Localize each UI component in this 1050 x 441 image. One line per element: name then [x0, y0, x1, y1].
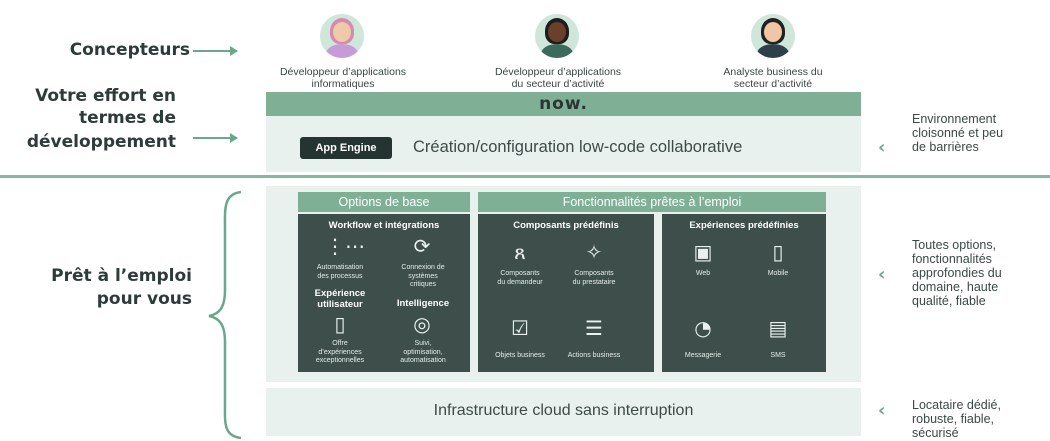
- opt-line3: approfondies du: [912, 266, 1002, 280]
- persona-label-it: Développeur d’applications informatiques: [243, 66, 443, 90]
- loc-line2: robuste, fiable,: [912, 412, 994, 426]
- comp-pre-line2: du prestataire: [572, 278, 616, 286]
- persona-an-line1: Analyste business du: [723, 66, 823, 78]
- components-title: Composants prédéfinis: [513, 220, 619, 231]
- effort-line3: développement: [26, 132, 176, 152]
- brace-icon: [208, 190, 242, 440]
- options-panel: [298, 214, 470, 372]
- connection-icon: ⟳: [413, 234, 431, 258]
- provider-icon: ✧: [585, 240, 603, 264]
- auto-label: Automatisation des processus: [300, 264, 380, 281]
- opt-line5: qualité, fiable: [912, 294, 986, 308]
- suivi-line3: automatisation: [400, 357, 446, 364]
- suivi-line2: optimisation,: [403, 348, 443, 356]
- mobile-icon: ▯: [772, 240, 784, 264]
- infra-panel: [266, 388, 861, 436]
- comp-dem-label: Composants du demandeur: [485, 270, 555, 287]
- auto-line2: des processus: [317, 272, 363, 280]
- experiences-panel: [662, 214, 826, 372]
- opt-line2: fonctionnalités: [912, 252, 992, 266]
- requester-icon: ጸ: [514, 240, 526, 264]
- lowcode-title: Création/configuration low-code collabor…: [413, 138, 743, 156]
- persona-bd-line1: Développeur d’applications: [494, 66, 622, 78]
- options-header: Options de base: [298, 192, 470, 212]
- conn-line1: Connexion de: [401, 264, 445, 271]
- comp-pre-line1: Composants: [574, 270, 614, 277]
- persona-avatar-it: [320, 14, 364, 58]
- offre-line2: d’expériences: [318, 348, 362, 356]
- env-line1: Environnement: [912, 112, 997, 126]
- env-text: Environnement cloisonné et peu de barriè…: [912, 112, 1003, 154]
- arrow-concepteurs: [193, 46, 238, 56]
- arrow-effort: [193, 133, 238, 143]
- chevron-left-icon: ‹: [878, 264, 886, 285]
- comp-dem-line2: du demandeur: [497, 278, 543, 286]
- suivi-label: Suivi, optimisation, automatisation: [383, 340, 463, 366]
- ux-title: Expérience utilisateur: [300, 288, 380, 310]
- comp-pre-label: Composants du prestataire: [559, 270, 629, 287]
- business-action-icon: ☰: [585, 316, 603, 340]
- conn-line3: critiques: [409, 281, 437, 288]
- components-panel: [478, 214, 654, 372]
- persona-label-business-dev: Développeur d’applications du secteur d’…: [458, 66, 658, 90]
- effort-line1: Votre effort en: [35, 86, 176, 106]
- intelligence-icon: ◎: [413, 312, 431, 336]
- concepteurs-label-wrap: Concepteurs: [0, 40, 190, 70]
- app-engine-badge: App Engine: [300, 137, 392, 159]
- section-divider: [0, 175, 1050, 178]
- auto-line1: Automatisation: [316, 264, 364, 271]
- loc-text: Locataire dédié, robuste, fiable, sécuri…: [912, 398, 1001, 440]
- messagerie-label: Messagerie: [684, 352, 722, 359]
- opt-text: Toutes options, fonctionnalités approfon…: [912, 238, 1002, 308]
- actions-label: Actions business: [567, 352, 621, 359]
- conn-line2: systèmes: [408, 272, 438, 280]
- persona-it-line1: Développeur d’applications: [279, 66, 407, 78]
- ux-line2: utilisateur: [317, 299, 363, 310]
- loc-line3: sécurisé: [912, 426, 959, 440]
- sms-icon: ▤: [768, 316, 788, 340]
- now-logo: now.: [266, 92, 861, 116]
- effort-line2: termes de: [78, 108, 176, 128]
- persona-label-analyst: Analyste business du secteur d’activité: [673, 66, 873, 90]
- mobile-label: Mobile: [767, 270, 789, 277]
- infra-title: Infrastructure cloud sans interruption: [433, 402, 694, 419]
- chevron-left-icon: ‹: [878, 400, 886, 421]
- web-icon: ▣: [693, 240, 713, 264]
- effort-label-wrap: Votre effort en termes de développement: [0, 86, 176, 161]
- persona-avatar-business-dev: [535, 14, 579, 58]
- workflow-title: Workflow et intégrations: [328, 220, 440, 231]
- env-line3: de barrières: [912, 140, 979, 154]
- opt-line4: domaine, haute: [912, 280, 999, 294]
- objets-label: Objets business: [495, 352, 545, 359]
- intel-title: Intelligence: [396, 298, 450, 309]
- loc-line1: Locataire dédié,: [912, 398, 1001, 412]
- pret-label-wrap: Prêt à l’emploi pour vous: [0, 266, 192, 316]
- concepteurs-label: Concepteurs: [69, 40, 190, 60]
- suivi-line1: Suivi,: [414, 340, 432, 347]
- comp-dem-line1: Composants: [500, 270, 540, 277]
- persona-bd-line2: du secteur d’activité: [511, 78, 605, 90]
- conn-label: Connexion de systèmes critiques: [383, 264, 463, 290]
- offre-label: Offre d’expériences exceptionnelles: [300, 340, 380, 366]
- chat-icon: ◔: [694, 316, 712, 340]
- persona-an-line2: secteur d’activité: [733, 78, 813, 90]
- business-object-icon: ☑: [511, 316, 529, 340]
- sms-label: SMS: [770, 352, 786, 359]
- web-label: Web: [695, 270, 711, 277]
- workflow-icon: ⋮⋯: [325, 234, 365, 258]
- ux-line1: Expérience: [314, 288, 366, 299]
- experiences-title: Expériences prédéfinies: [689, 220, 799, 231]
- chevron-left-icon: ‹: [878, 137, 886, 158]
- offre-line1: Offre: [332, 340, 348, 347]
- env-line2: cloisonné et peu: [912, 126, 1004, 140]
- offre-line3: exceptionnelles: [315, 357, 365, 364]
- pret-line1: Prêt à l’emploi: [51, 266, 192, 286]
- pret-line2: pour vous: [96, 289, 192, 309]
- persona-avatar-analyst: [751, 14, 795, 58]
- persona-it-line2: informatiques: [311, 78, 375, 90]
- opt-line1: Toutes options,: [912, 238, 997, 252]
- features-header: Fonctionnalités prêtes à l’emploi: [478, 192, 826, 212]
- phone-icon: ▯: [334, 312, 346, 336]
